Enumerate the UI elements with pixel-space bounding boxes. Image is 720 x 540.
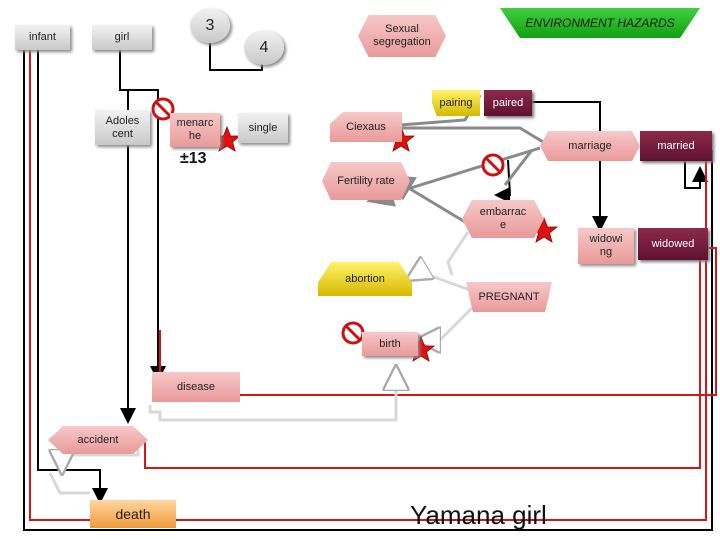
node-death: death [90, 500, 176, 528]
node-widowing: widowi ng [578, 228, 634, 264]
no-sign-icon [341, 321, 365, 345]
node-disease: disease [152, 372, 240, 402]
node-ciexaus: Ciexaus [330, 112, 402, 142]
node-infant: infant [15, 25, 70, 50]
node-sexual-segregation: Sexual segregation [358, 15, 446, 57]
node-accident: accident [48, 426, 148, 454]
diagram-caption: Yamana girl [410, 500, 547, 530]
node-pregnant: PREGNANT [466, 282, 552, 312]
node-menarche: menarc he [170, 113, 220, 147]
node-single: single [238, 113, 288, 143]
node-fertility-rate: Fertility rate [322, 162, 410, 200]
node-abortion: abortion [318, 262, 412, 296]
no-sign-icon [481, 153, 505, 177]
menarche-age-label: ±13 [180, 150, 207, 167]
node-three: 3 [190, 8, 230, 43]
node-girl: girl [92, 25, 152, 50]
node-paired: paired [484, 90, 532, 116]
node-environment-hazards: ENVIRONMENT HAZARDS [500, 8, 700, 38]
no-sign-icon [151, 97, 175, 121]
node-embarrace: embarrac e [462, 200, 544, 238]
node-married: married [640, 131, 712, 161]
node-four: 4 [244, 30, 284, 65]
node-marriage: marriage [540, 131, 640, 161]
node-adolescent: Adoles cent [95, 110, 150, 145]
node-pairing: pairing [432, 90, 480, 116]
node-birth: birth [362, 332, 418, 356]
node-widowed: widowed [638, 228, 708, 260]
